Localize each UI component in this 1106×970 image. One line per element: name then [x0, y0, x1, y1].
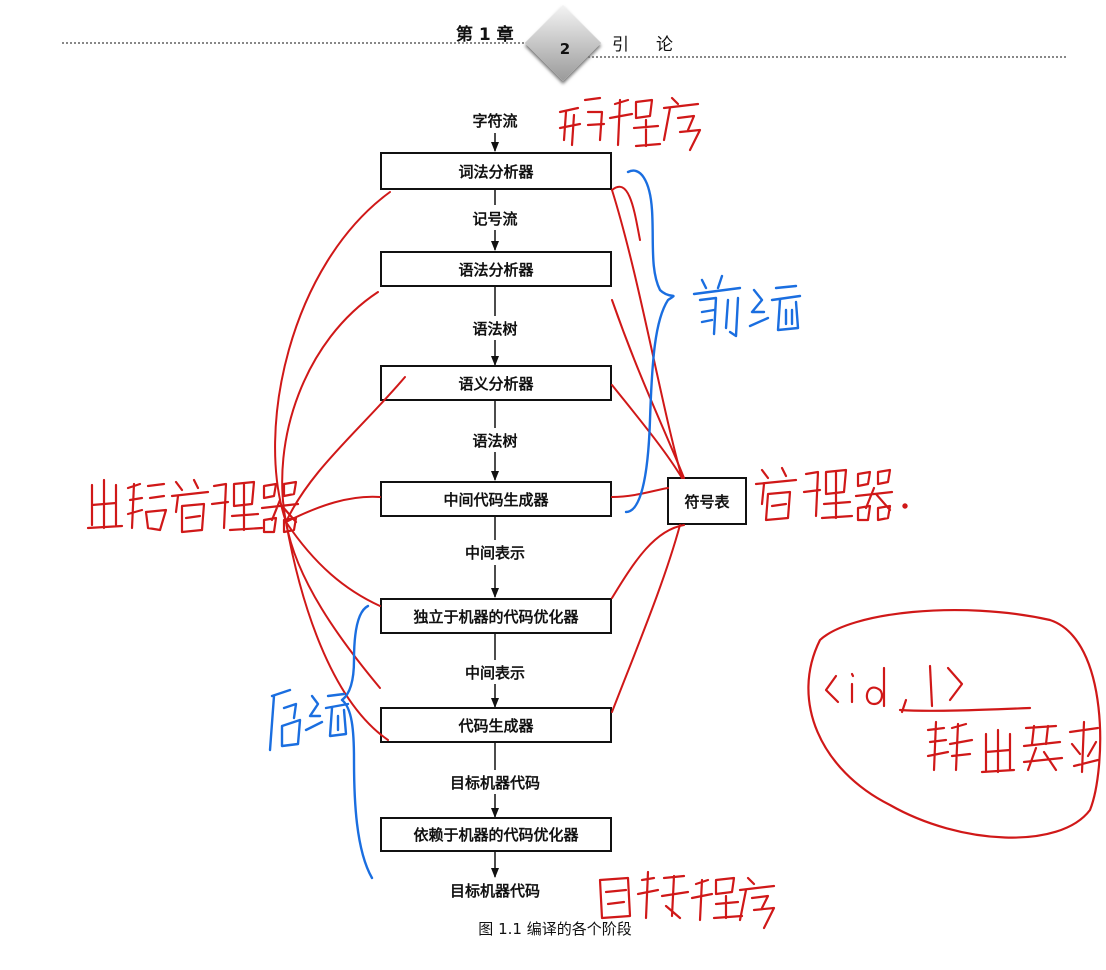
chapter-label: 第 1 章 [456, 25, 514, 45]
header-rule-right [588, 56, 1066, 58]
handwriting-manager [754, 466, 908, 522]
flow-label-ir-1: 中间表示 [464, 544, 525, 562]
phase-semantic-analyzer: 语义分析器 [380, 365, 612, 401]
error-manager-lines [274, 191, 406, 741]
section-title: 引 论 [612, 35, 674, 55]
figure-caption: 图 1.1 编译的各个阶段 [478, 920, 632, 938]
header-rule-left [62, 42, 540, 44]
phase-intermediate-code-generator: 中间代码生成器 [380, 481, 612, 517]
phase-machine-dependent-optimizer: 依赖于机器的代码优化器 [380, 817, 612, 852]
flow-label-tree-2: 语法树 [472, 432, 518, 450]
flow-label-tree-1: 语法树 [472, 320, 518, 338]
handwriting-frontend [692, 274, 802, 338]
flow-label-input: 字符流 [472, 112, 518, 130]
flow-label-target-1: 目标机器代码 [449, 774, 540, 792]
phase-syntax-analyzer: 语法分析器 [380, 251, 612, 287]
handwriting-error-manager [86, 478, 300, 534]
symbol-table-lines [611, 186, 685, 713]
flow-label-target-2: 目标机器代码 [449, 882, 540, 900]
handwriting-token-note [807, 609, 1102, 839]
phase-lexical-analyzer: 词法分析器 [380, 152, 612, 190]
page-number: 2 [559, 40, 571, 58]
phase-code-generator: 代码生成器 [380, 707, 612, 743]
flow-label-ir-2: 中间表示 [464, 664, 525, 682]
frontend-brace [624, 169, 675, 514]
flow-label-tokens: 记号流 [472, 210, 518, 228]
phase-machine-independent-optimizer: 独立于机器的代码优化器 [380, 598, 612, 634]
symbol-table-box: 符号表 [667, 477, 747, 525]
handwriting-backend [268, 688, 350, 752]
handwriting-target-program [598, 870, 776, 930]
handwriting-source-program [558, 96, 702, 152]
